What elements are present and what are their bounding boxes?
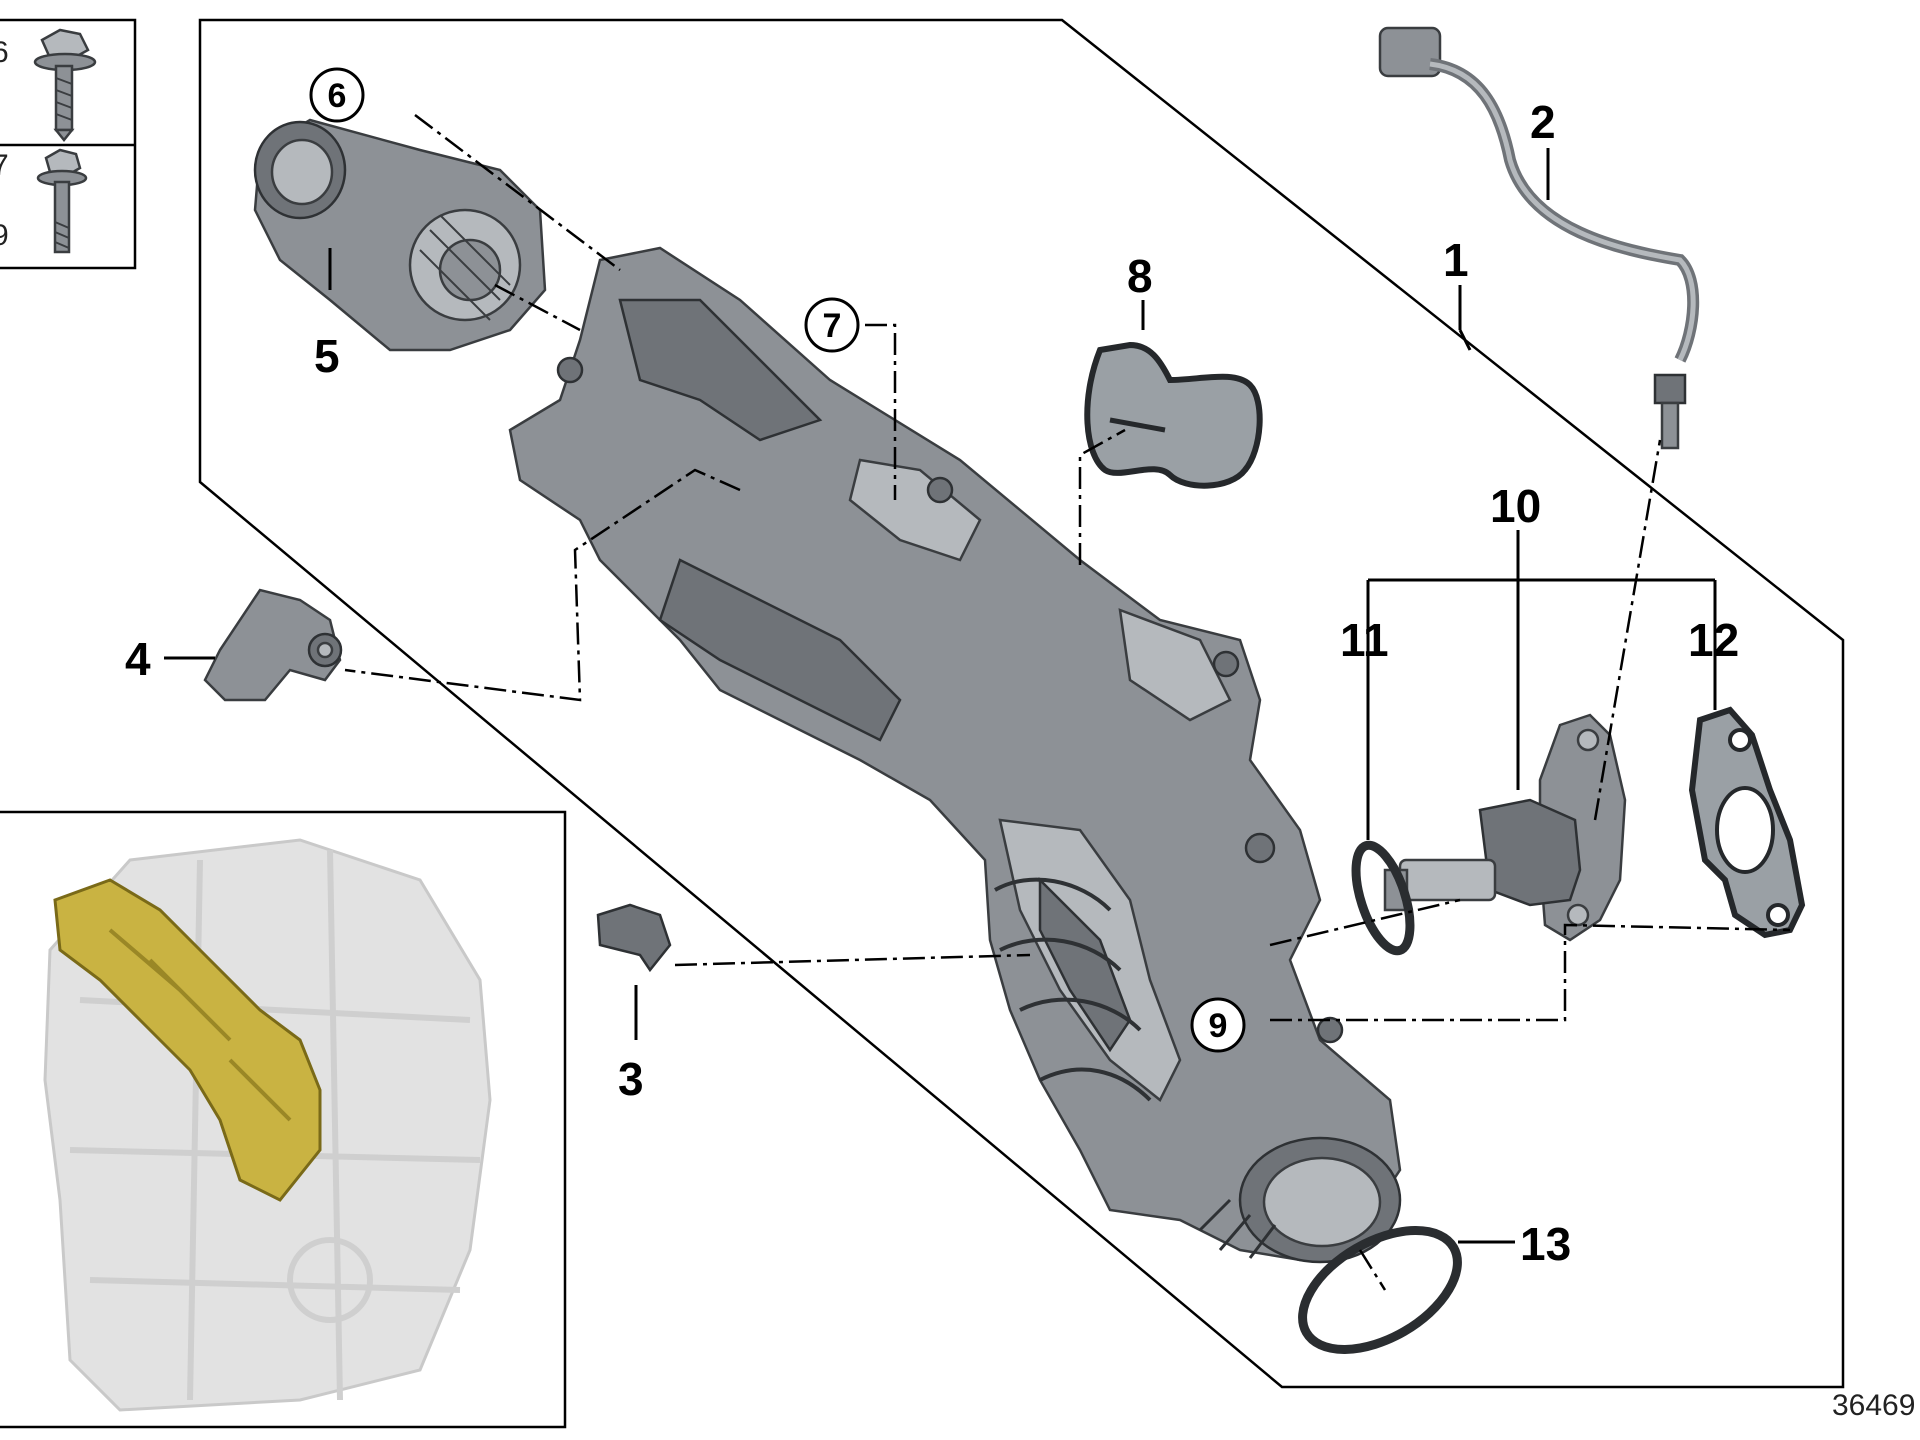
temperature-sensor	[1378, 26, 1700, 450]
legend-label-7: 7	[0, 149, 9, 182]
hex-bolt-icon	[36, 148, 88, 254]
fastener-legend: 6 7 9	[0, 18, 137, 270]
engine-location-inset	[0, 810, 567, 1429]
callout-8: 8	[1127, 250, 1153, 302]
assembly-lines	[344, 114, 1791, 1291]
egr-valve	[1383, 713, 1627, 942]
callout-9-circle	[1190, 997, 1246, 1053]
callout-9: 9	[1209, 1007, 1228, 1045]
o-ring	[1351, 840, 1415, 956]
callout-10: 10	[1490, 480, 1541, 532]
retaining-clip	[596, 903, 672, 973]
callouts: 1 2 3 4 5 6 7 8 9 10 11 12 13	[125, 67, 1739, 1270]
callout-7-circle	[804, 297, 860, 353]
flange-screw-icon	[33, 28, 97, 143]
callout-12: 12	[1688, 614, 1739, 666]
callout-6: 6	[328, 77, 347, 115]
callout-6-circle	[309, 67, 365, 123]
callout-1: 1	[1443, 234, 1469, 286]
highlighted-manifold	[53, 878, 322, 1202]
legend-label-6: 6	[0, 36, 9, 69]
assembly-boundary	[198, 18, 1845, 1389]
callout-11: 11	[1340, 614, 1389, 666]
flap-actuator	[253, 118, 547, 352]
throttle-seal-ring	[1298, 1226, 1462, 1354]
callout-7: 7	[823, 307, 842, 345]
callout-4: 4	[125, 633, 151, 685]
intake-manifold	[508, 246, 1402, 1264]
image-reference-number: 36469	[1832, 1389, 1915, 1422]
callout-2: 2	[1530, 96, 1556, 148]
manifold-gasket	[1084, 341, 1263, 489]
leader-lines	[164, 148, 1717, 1244]
pressure-sensor	[203, 588, 343, 702]
legend-label-9: 9	[0, 219, 9, 252]
callout-5: 5	[314, 330, 340, 382]
callout-3: 3	[618, 1053, 644, 1105]
callout-13: 13	[1520, 1218, 1571, 1270]
